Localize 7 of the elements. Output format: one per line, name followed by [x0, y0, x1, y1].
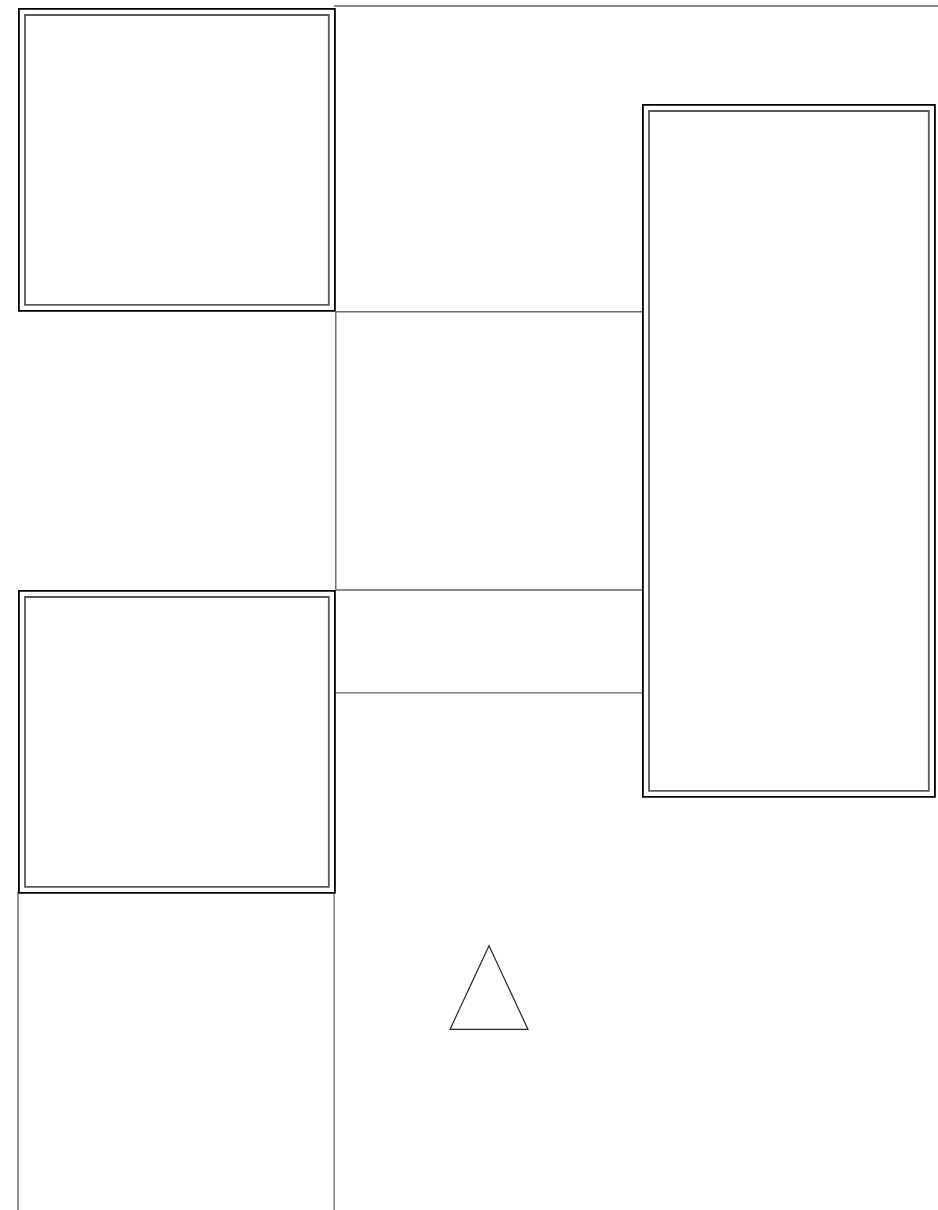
frame-box: [18, 590, 336, 894]
connector-line: [335, 692, 643, 694]
connector-line: [335, 311, 643, 313]
connector-line: [335, 311, 337, 591]
connector-line: [335, 589, 643, 591]
frame-box: [18, 8, 336, 312]
frame-box: [642, 104, 936, 798]
